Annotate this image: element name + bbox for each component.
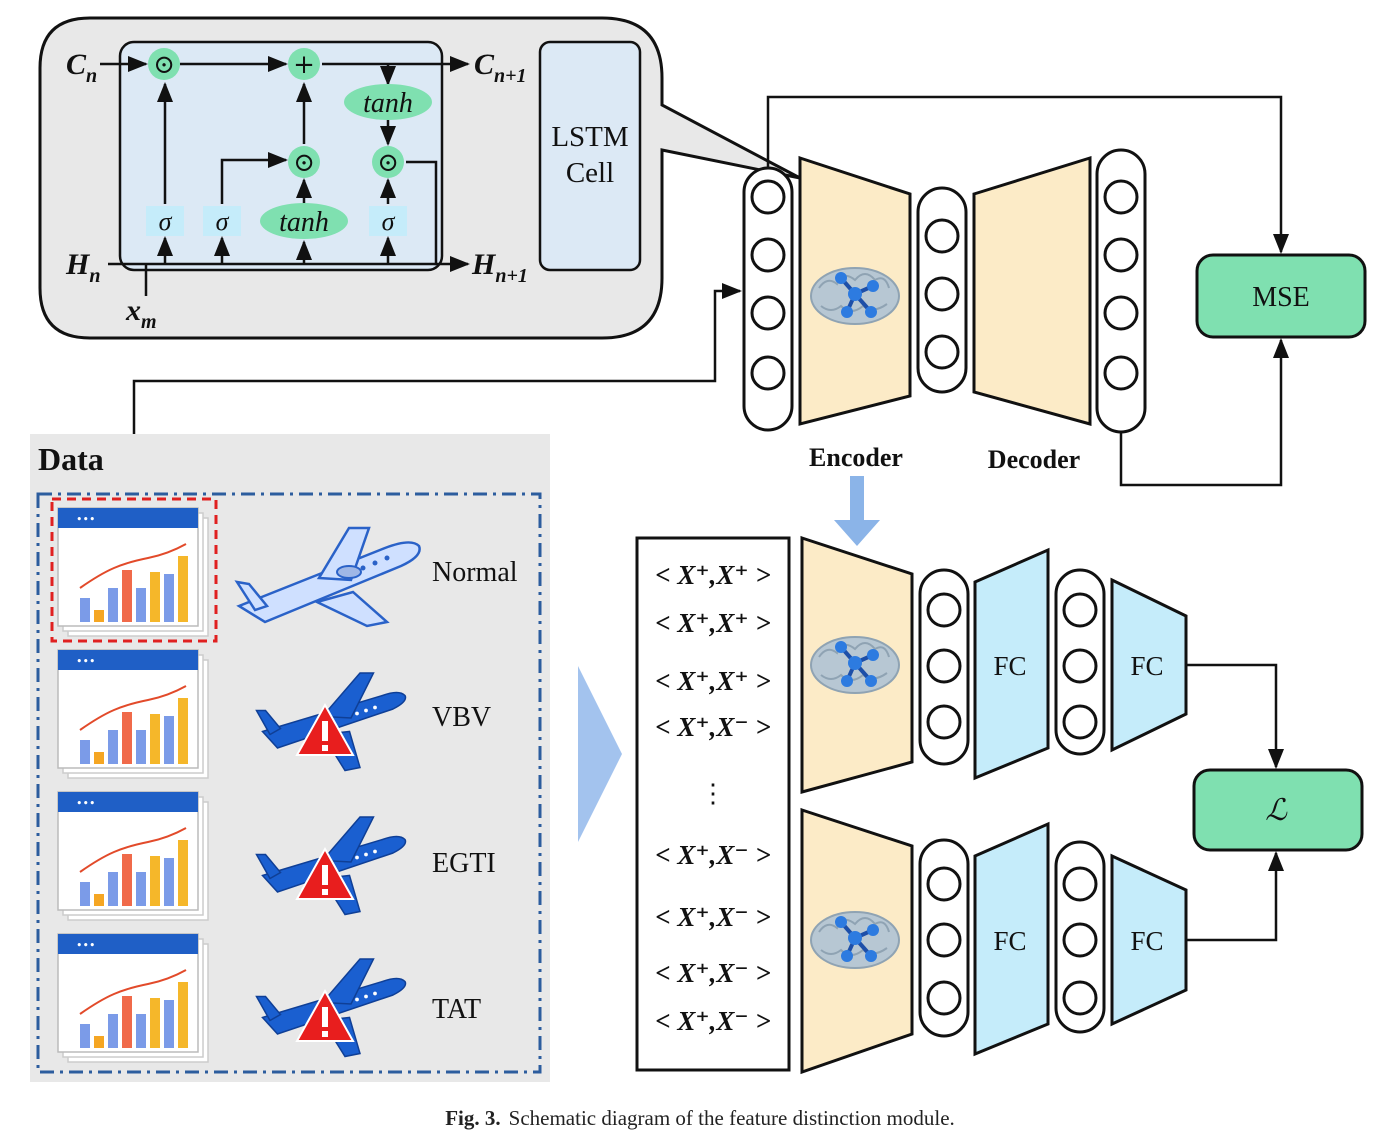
- svg-text:tanh: tanh: [279, 207, 329, 238]
- lstm-cell-label-2: Cell: [566, 157, 614, 189]
- svg-text:FC: FC: [1130, 926, 1163, 956]
- selected-sample-highlight: [50, 497, 218, 643]
- svg-text:+: +: [293, 50, 315, 80]
- tanh-op-input: tanh: [260, 203, 348, 239]
- lstm-callout: LSTM Cell ⊙ +: [38, 16, 801, 340]
- pair-item: < X⁺,X⁻ >: [655, 902, 771, 932]
- svg-text:FC: FC: [993, 926, 1026, 956]
- pair-item: < X⁺,X⁺ >: [655, 666, 771, 696]
- svg-text:⊙: ⊙: [377, 148, 399, 178]
- caption-label: Fig. 3.: [445, 1106, 501, 1130]
- data-dashed-border: [36, 492, 542, 1074]
- fc-layer-1: [973, 547, 1050, 781]
- lstm-cell-box: [538, 40, 642, 272]
- svg-text:⊙: ⊙: [293, 148, 315, 178]
- svg-text:•••: •••: [76, 939, 95, 952]
- decoder-trapezoid: [972, 155, 1092, 426]
- class-label-egti: EGTI: [432, 848, 496, 879]
- encoder-transfer-arrow: [834, 476, 880, 546]
- class-label-tat: TAT: [432, 994, 481, 1025]
- encoder-brain-icon: [809, 910, 901, 970]
- mult-op-forget: ⊙: [148, 48, 180, 80]
- pair-item: < X⁺,X⁺ >: [655, 608, 771, 638]
- c-out-label: Cn+1: [474, 48, 527, 87]
- svg-text:σ: σ: [382, 207, 396, 236]
- data-title: Data: [38, 441, 104, 477]
- mse-label: MSE: [1252, 282, 1310, 313]
- mult-op-input: ⊙: [288, 146, 320, 178]
- svg-text:FC: FC: [993, 651, 1026, 681]
- svg-text:⊙: ⊙: [153, 50, 175, 80]
- svg-text:•••: •••: [76, 513, 95, 526]
- pair-item: < X⁺,X⁻ >: [655, 840, 771, 870]
- class-label-normal: Normal: [432, 557, 518, 588]
- class-label-vbv: VBV: [432, 702, 491, 733]
- figure-caption: Fig. 3. Schematic diagram of the feature …: [0, 1106, 1400, 1131]
- pair-ellipsis: ⋮: [700, 779, 726, 808]
- plane-normal-icon: [234, 526, 421, 628]
- decoder-label: Decoder: [988, 445, 1080, 474]
- siamese-branch-top: FC FC: [800, 535, 1188, 794]
- encoder-label: Encoder: [809, 443, 903, 472]
- chart-window-egti: •••: [57, 791, 209, 921]
- svg-text:σ: σ: [216, 207, 230, 236]
- svg-text:tanh: tanh: [363, 88, 413, 119]
- tanh-op-cell: tanh: [344, 84, 432, 120]
- sigma-gate-input: σ: [203, 206, 241, 236]
- siamese-branch-bottom: FC FC: [800, 807, 1188, 1075]
- fc-layer-2: [1110, 577, 1188, 753]
- h-in-label: Hn: [65, 248, 100, 287]
- caption-text: Schematic diagram of the feature distinc…: [508, 1106, 955, 1130]
- lstm-cell-label-1: LSTM: [551, 121, 628, 153]
- svg-text:σ: σ: [159, 207, 173, 236]
- pair-item: < X⁺,X⁺ >: [655, 560, 771, 590]
- c-in-label: Cn: [66, 48, 97, 87]
- mult-op-output: ⊙: [372, 146, 404, 178]
- x-in-label: xm: [125, 294, 157, 333]
- pairs-box: < X⁺,X⁺ > < X⁺,X⁺ > < X⁺,X⁺ > < X⁺,X⁻ > …: [635, 536, 791, 1072]
- loss-label: ℒ: [1265, 794, 1288, 827]
- flow-chevron-icon: [578, 666, 622, 842]
- mse-box: MSE: [1195, 253, 1367, 339]
- chart-window-vbv: •••: [57, 649, 209, 779]
- loss-box: ℒ: [1192, 768, 1364, 852]
- chart-window-tat: •••: [57, 933, 209, 1063]
- encoder-brain-icon: [809, 635, 901, 695]
- pair-item: < X⁺,X⁻ >: [655, 958, 771, 988]
- data-panel: Data ••• ••• ••• ••• Normal VBV EGTI TAT: [30, 434, 550, 1082]
- pair-item: < X⁺,X⁻ >: [655, 1006, 771, 1036]
- chart-window-normal: •••: [57, 507, 209, 637]
- svg-text:•••: •••: [76, 655, 95, 668]
- encoder-brain-icon: [809, 266, 901, 326]
- plus-op: +: [288, 48, 320, 80]
- autoencoder: Encoder Decoder MSE: [132, 95, 1367, 546]
- h-out-label: Hn+1: [471, 248, 528, 287]
- sigma-gate-output: σ: [369, 206, 407, 236]
- svg-text:FC: FC: [1130, 651, 1163, 681]
- svg-text:•••: •••: [76, 797, 95, 810]
- sigma-gate-forget: σ: [146, 206, 184, 236]
- fc-layer-2: [1110, 853, 1188, 1027]
- pair-item: < X⁺,X⁻ >: [655, 712, 771, 742]
- fc-layer-1: [973, 821, 1050, 1057]
